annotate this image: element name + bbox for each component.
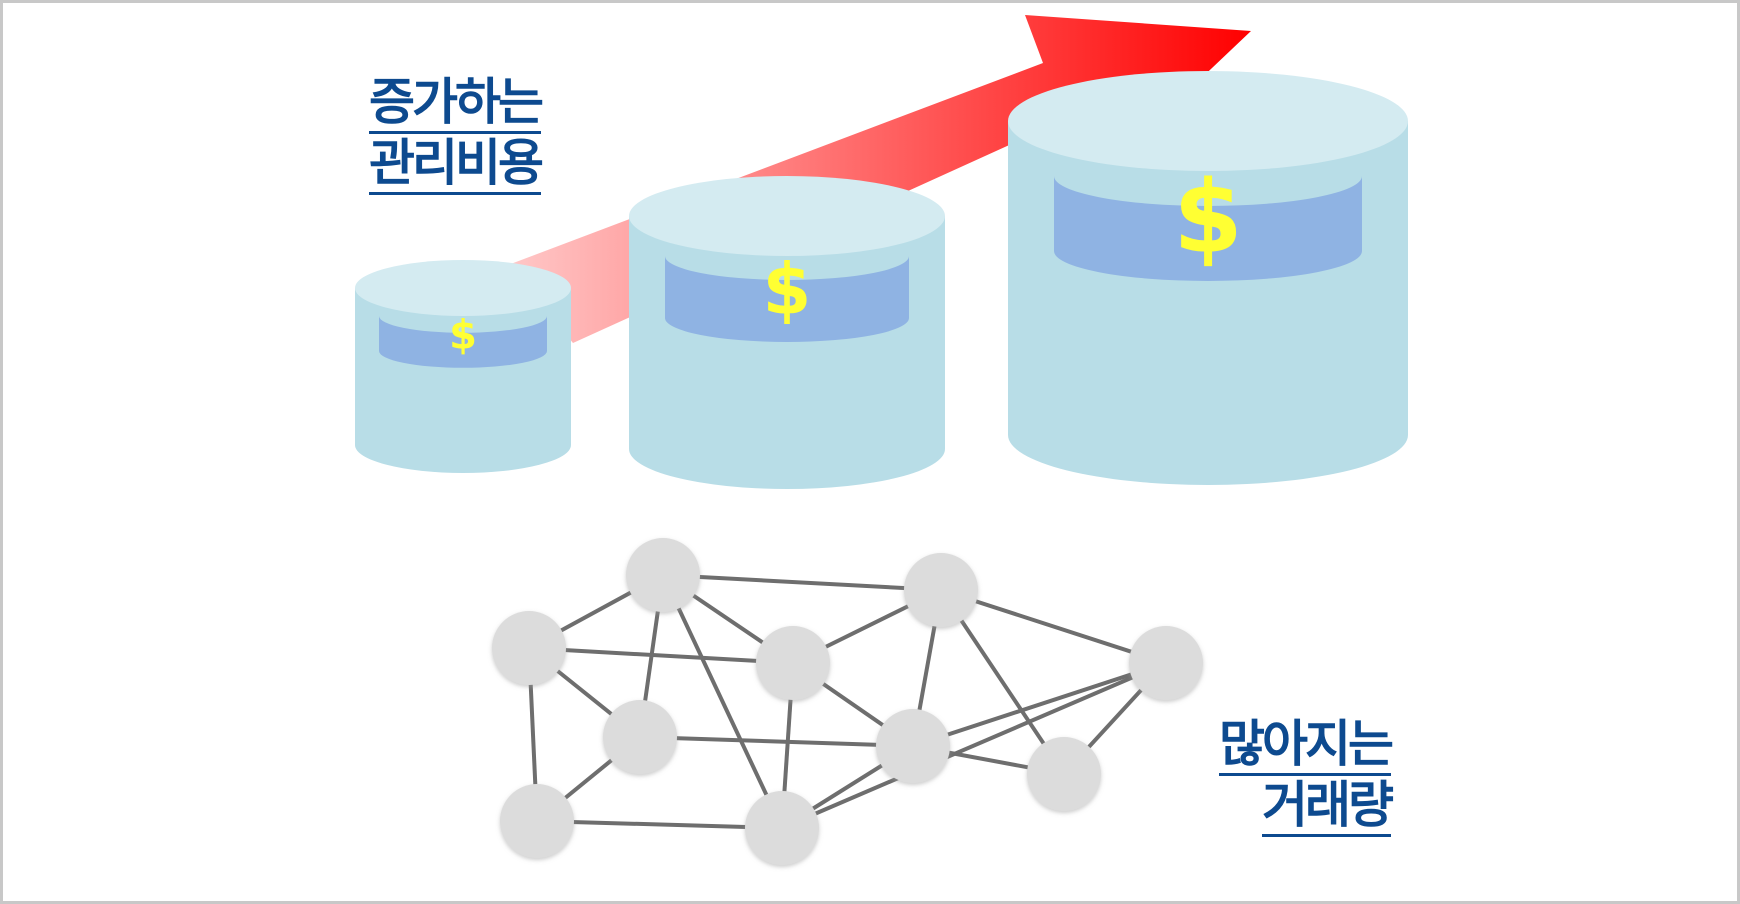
cylinders-group: $ $ $ <box>355 71 1408 489</box>
network-edge <box>536 819 783 830</box>
cylinder-medium: $ <box>629 176 945 489</box>
cylinder-large: $ <box>1008 71 1408 485</box>
dollar-sign-icon: $ <box>763 249 812 331</box>
network-node <box>904 553 978 627</box>
network-node <box>626 538 700 612</box>
network-edge <box>912 661 1167 748</box>
increasing-management-cost-label: 증가하는 관리비용 <box>369 73 544 195</box>
cylinder-large-band <box>1054 176 1362 281</box>
cylinder-small: $ <box>355 260 571 473</box>
network-node <box>603 700 677 774</box>
network-edge <box>528 646 794 665</box>
network-edge <box>940 588 1167 665</box>
increasing-transactions-label: 많아지는 거래량 <box>1219 715 1394 837</box>
label-bottom-line1: 많아지는 <box>1219 715 1394 776</box>
dollar-sign-icon: $ <box>449 313 477 359</box>
network-node <box>492 611 566 685</box>
network-nodes <box>492 538 1203 865</box>
label-bottom-line2: 거래량 <box>1262 776 1394 837</box>
dollar-sign-icon: $ <box>1173 159 1243 276</box>
network-edge <box>781 661 1167 830</box>
network-node <box>500 784 574 858</box>
network-edge <box>661 574 784 829</box>
network-node <box>876 709 950 783</box>
cylinder-medium-band <box>665 256 909 342</box>
network-node <box>756 626 830 700</box>
cylinder-large-top <box>1008 71 1408 171</box>
network-edge <box>662 573 942 592</box>
label-top-line2: 관리비용 <box>369 134 544 195</box>
label-top-line1: 증가하는 <box>369 73 544 134</box>
network-edge <box>639 735 914 748</box>
cylinder-small-top <box>355 260 571 316</box>
network-node <box>745 791 819 865</box>
network-node <box>1027 737 1101 811</box>
cylinder-medium-top <box>629 176 945 256</box>
cylinder-small-band <box>379 316 547 368</box>
diagram-graphic: $ $ $ <box>355 15 1408 865</box>
network-node <box>1129 626 1203 700</box>
